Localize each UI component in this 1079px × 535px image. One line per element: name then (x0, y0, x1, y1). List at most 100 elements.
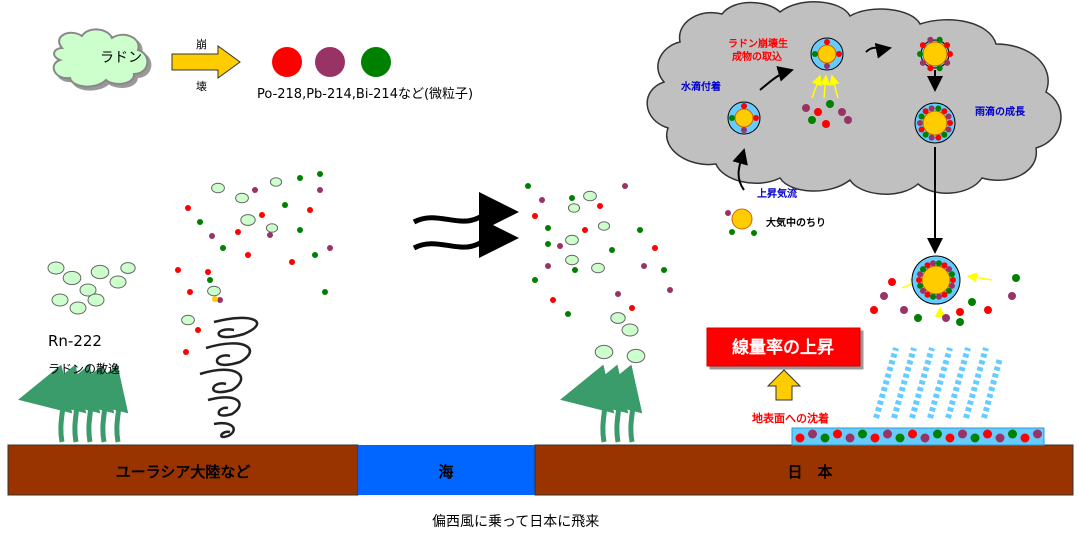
particle-dot (845, 433, 855, 443)
radon-puff-icon (211, 182, 225, 194)
radon-puff-icon (610, 312, 626, 324)
particles (47, 36, 1042, 443)
particle-dot (920, 433, 930, 443)
particle-dot (935, 134, 942, 141)
bi214-particle-icon (361, 47, 391, 77)
sea (358, 445, 535, 495)
particle-dot (918, 126, 925, 133)
particle-dot (245, 252, 251, 258)
dust-label: 大気中のちり (766, 216, 826, 229)
decay-label-1: 崩 (196, 37, 207, 51)
rn222-label: Rn-222 (48, 332, 102, 350)
particle-dot (317, 171, 323, 177)
particle-dot (917, 271, 924, 278)
particle-dot (661, 267, 667, 273)
particle-dot (1008, 292, 1016, 300)
particle-dot (609, 247, 615, 253)
particle-dot (883, 429, 892, 439)
deposition-label: 地表面への沈着 (752, 411, 829, 425)
particle-dot (550, 297, 556, 303)
particle-dot (814, 108, 822, 116)
particle-dot (327, 245, 333, 251)
particle-dot (209, 233, 215, 239)
particle-dot (205, 269, 211, 275)
particle-dot (944, 59, 951, 66)
particle-dot (565, 311, 571, 317)
particle-dot (729, 115, 735, 121)
radon-escape-label: ラドンの散逸 (48, 361, 120, 376)
legend: ラドン 崩 壊 Po-218,Pb-214,Bi-214など(微粒子) (52, 28, 473, 102)
particle-dot (307, 207, 313, 213)
radon-escape-arrows (18, 364, 129, 443)
particle-dot (808, 116, 816, 124)
dust-core-icon (922, 41, 948, 67)
particle-dot (922, 108, 929, 115)
particle-dot (822, 120, 830, 128)
particle-dot (941, 262, 948, 269)
tornado-icon (199, 316, 259, 439)
radon-puff-icon (565, 234, 579, 246)
particle-dot (924, 262, 931, 269)
radon-puff-icon (51, 293, 69, 307)
radon-puff-icon (62, 270, 82, 286)
particle-dot (870, 306, 878, 314)
particle-dot (751, 230, 757, 236)
eurasia-label: ユーラシア大陸など (116, 463, 251, 481)
particle-dot (652, 245, 658, 251)
particle-dot (838, 108, 846, 116)
particle-dot (919, 42, 926, 49)
particle-dot (539, 197, 545, 203)
particle-dot (207, 277, 213, 283)
particle-dot (824, 63, 830, 69)
particle-dot (175, 267, 181, 273)
particle-dot (629, 305, 635, 311)
particle-dot (557, 243, 563, 249)
particle-dot (958, 429, 967, 439)
particle-dot (950, 277, 956, 283)
particle-dot (637, 227, 643, 233)
particle-dot (212, 296, 218, 302)
radon-puff-icon (265, 223, 279, 233)
japan-label: 日 本 (787, 463, 832, 481)
particle-dot (946, 287, 953, 294)
particle-dot (947, 120, 953, 126)
water-attach-label: 水滴付着 (680, 80, 721, 93)
particle-dot (917, 282, 924, 289)
uptake-label-1: ラドン崩壊生 (728, 37, 788, 50)
particle-dot (941, 108, 948, 115)
particle-dot (802, 104, 810, 112)
particle-dot (572, 267, 578, 273)
particle-dot (919, 266, 926, 273)
particle-dot (858, 429, 867, 439)
rain-streaks (873, 347, 1003, 419)
particle-dot (933, 429, 942, 439)
particle-dot (185, 205, 191, 211)
particle-dot (935, 293, 942, 300)
particle-dot (930, 260, 937, 267)
particle-dot (970, 433, 980, 443)
particle-dot (252, 187, 258, 193)
particle-dot (908, 429, 917, 439)
particle-dot (235, 229, 241, 235)
particle-dot (824, 39, 830, 45)
particle-dot (753, 115, 759, 121)
radon-puff-icon (240, 214, 256, 226)
particle-dot (820, 433, 830, 443)
particle-dot (322, 289, 328, 295)
particle-dot (995, 433, 1005, 443)
radon-puff-icon (583, 190, 597, 202)
particle-dot (622, 183, 628, 189)
sea-label: 海 (438, 463, 453, 481)
particle-dot (918, 113, 925, 120)
dust-core-icon (734, 108, 754, 128)
particle-dot (917, 120, 923, 126)
particle-dot (947, 51, 953, 57)
particle-dot (946, 266, 953, 273)
particle-dot (941, 131, 948, 138)
westerly-wind-arrows (412, 191, 519, 258)
dust-particle-icon (731, 208, 753, 230)
particle-dot (919, 287, 926, 294)
particle-dot (545, 225, 551, 231)
up-arrow-icon (766, 369, 802, 401)
